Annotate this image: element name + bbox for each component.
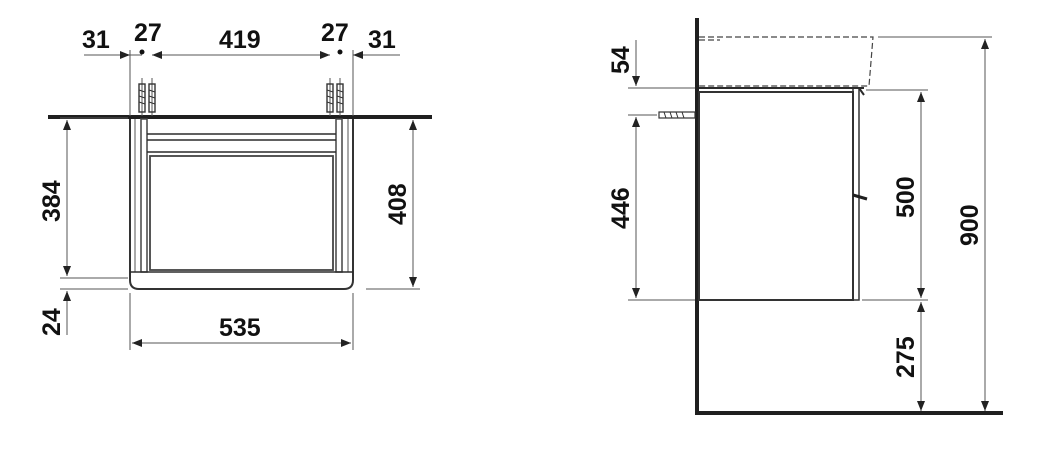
dim-left-margin: 31 <box>82 26 110 54</box>
side-view: 54 446 500 275 900 <box>607 18 1003 415</box>
dim-floor-clearance: 275 <box>892 336 920 378</box>
basin-dashed-outline <box>699 36 874 87</box>
dim-side-cabinet-height: 500 <box>892 176 920 218</box>
right-dimension-chain <box>366 120 420 290</box>
side-left-dimension-chain <box>628 40 695 301</box>
cabinet-side-body <box>698 91 854 301</box>
dim-width: 535 <box>219 314 261 342</box>
dim-cabinet-height: 384 <box>38 180 66 222</box>
bottom-dimension-chain <box>129 293 354 350</box>
top-dimension-chain <box>84 49 400 116</box>
wall-anchor-right <box>326 78 344 116</box>
left-dimension-chain <box>60 117 128 335</box>
wall-screw <box>658 111 696 119</box>
side-right-dimension-chain <box>862 36 992 411</box>
drawer-opening <box>149 155 334 271</box>
drawer-handle <box>852 193 868 201</box>
dim-left-hole: 27 <box>134 19 162 47</box>
dim-hole-spacing: 419 <box>219 26 261 54</box>
dim-top-thickness: 54 <box>607 46 635 74</box>
front-view: 31 27 419 27 31 384 24 408 535 <box>38 19 432 350</box>
cabinet-left-panel <box>140 118 148 273</box>
dim-total-height: 900 <box>956 204 984 246</box>
dim-overall-height: 408 <box>384 183 412 225</box>
wall-anchor-left <box>138 78 156 116</box>
dim-right-hole: 27 <box>321 19 349 47</box>
cabinet-front-outline <box>129 119 354 290</box>
dim-mount-height: 446 <box>607 187 635 229</box>
dim-right-margin: 31 <box>368 26 396 54</box>
dim-bottom-offset: 24 <box>38 308 66 336</box>
cabinet-right-panel <box>335 118 343 273</box>
